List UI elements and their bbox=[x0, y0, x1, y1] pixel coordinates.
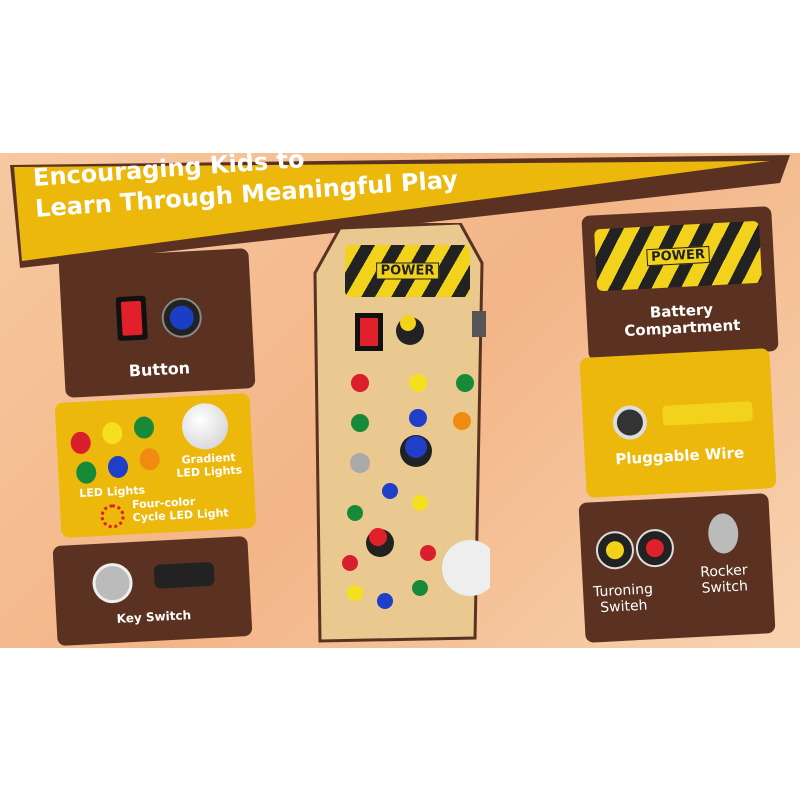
cycle-led-ring-icon bbox=[99, 503, 126, 529]
battery-plate-icon: POWER bbox=[594, 220, 763, 292]
plug-icon bbox=[662, 401, 754, 426]
yellow-led-icon bbox=[101, 421, 123, 445]
red-led-icon bbox=[70, 431, 92, 455]
key-icon bbox=[153, 561, 215, 589]
toggle-switch-icon bbox=[707, 512, 740, 555]
red-knob-icon bbox=[634, 528, 675, 569]
green-led-icon bbox=[75, 461, 97, 485]
key-lock-icon bbox=[91, 562, 134, 605]
button-label: Button bbox=[128, 358, 191, 381]
turning-knob-icon bbox=[595, 530, 635, 571]
pluggable-wire-label: Pluggable Wire bbox=[614, 443, 745, 469]
gradient-line2: LED Lights bbox=[176, 463, 243, 480]
jack-icon bbox=[612, 404, 648, 441]
battery-plate-label: POWER bbox=[645, 245, 711, 267]
rocker-button-icon bbox=[115, 295, 148, 342]
board-power-plate: POWER bbox=[345, 245, 470, 297]
button-panel: Button bbox=[58, 248, 256, 398]
blue-led-icon bbox=[107, 455, 129, 479]
green-led-icon bbox=[133, 416, 155, 440]
product-scene: Encouraging Kids to Learn Through Meanin… bbox=[0, 153, 800, 648]
pluggable-wire-panel: Pluggable Wire bbox=[579, 348, 777, 498]
turning-line2: Switeh bbox=[599, 597, 648, 617]
gradient-bulb-icon bbox=[180, 402, 230, 451]
orange-led-icon bbox=[139, 447, 161, 471]
busy-board bbox=[313, 223, 490, 643]
key-switch-panel: Key Switch bbox=[52, 535, 253, 647]
rocker-line2: Switch bbox=[701, 578, 749, 597]
push-button-icon bbox=[160, 296, 203, 339]
key-switch-label: Key Switch bbox=[116, 608, 192, 626]
board-plate-label: POWER bbox=[375, 262, 440, 280]
title-banner bbox=[10, 155, 790, 268]
cycle-line2: Cycle LED Light bbox=[132, 505, 229, 524]
